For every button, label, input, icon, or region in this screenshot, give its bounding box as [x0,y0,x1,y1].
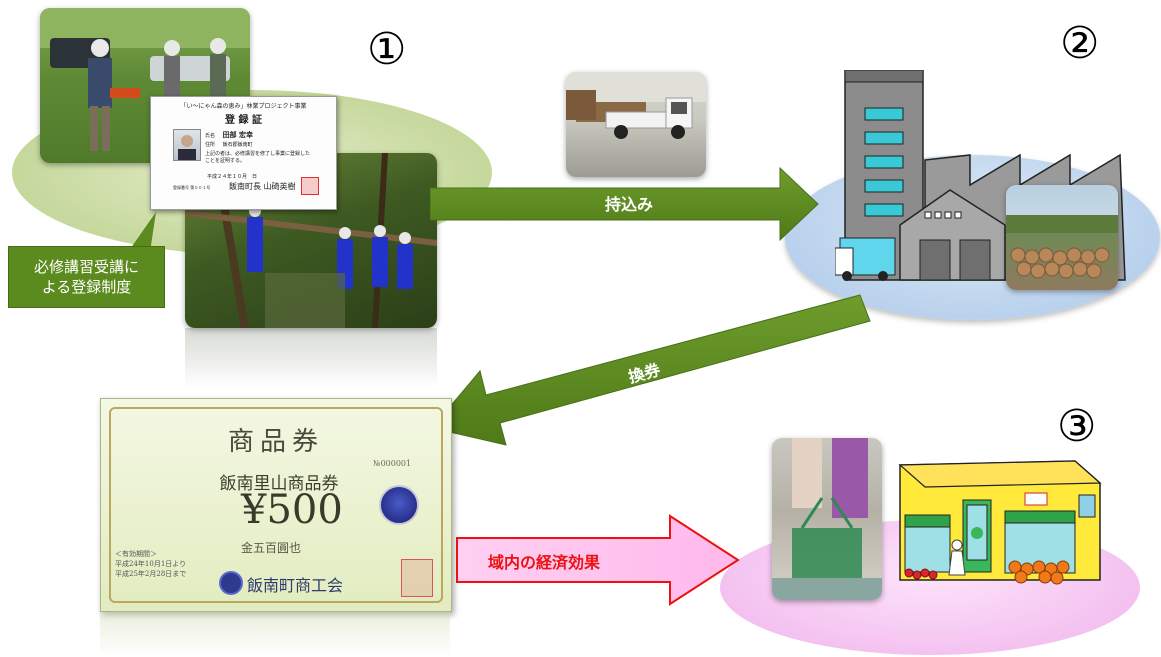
voucher-amount-kanji: 金五百圓也 [241,541,302,555]
economic-effect-label: 域内の経済効果 [488,553,601,572]
voucher-validity-2: 平成24年10月1日より [115,560,187,568]
id-card-address-label: 住所 [205,142,216,148]
id-card-name-label: 氏名 [205,133,216,139]
id-card-reg-number: 登録番号 第００１号 [173,185,211,190]
voucher-amount: ¥500 [241,487,343,533]
carry-in-arrow [430,166,819,242]
voucher-emblem [379,485,419,525]
economic-effect-arrow [456,514,740,606]
id-card-issuer: 飯南町長 山碕英樹 [229,182,296,191]
id-card-name: 田部 宏幸 [222,131,254,139]
carry-in-label: 持込み [605,195,654,214]
callout-line-1: 必修講習受講に [33,258,139,276]
shop-illustration [898,460,1102,585]
registration-id-card: 「い〜にゃん森の恵み」林業プロジェクト事業 登 録 証 氏名 田部 宏幸 住所 … [150,96,337,210]
lumber-yard-photo [1006,185,1118,290]
voucher-issuer: 飯南町商工会 [247,576,344,595]
log-truck-photo [566,72,706,177]
id-card-address: 飯石郡飯南町 [222,142,253,148]
id-card-header: 「い〜にゃん森の恵み」林業プロジェクト事業 [180,103,307,110]
step-number-2: ② [1060,18,1100,69]
voucher-validity-1: ＜有効期間＞ [115,550,157,558]
id-card-body: 上記の者は、必修講習を修了し事業に登録したことを証明する。 [205,151,311,164]
voucher-reflection [100,612,450,657]
forest-photo-reflection [185,328,437,388]
exchange-arrow [431,294,871,446]
voucher-title: 商品券 [227,427,324,457]
id-card-title: 登 録 証 [225,115,262,126]
shopping-basket-photo [772,438,882,600]
step-number-3: ③ [1057,401,1097,452]
step-number-1: ① [367,24,407,75]
id-card-portrait [173,129,201,161]
registration-callout: 必修講習受講に よる登録制度 [8,246,165,308]
voucher-name: 飯南里山商品券 [219,474,339,494]
id-card-seal [301,177,319,195]
shopping-voucher: 商品券 №000001 飯南里山商品券 ¥500 金五百圓也 ＜有効期間＞ 平成… [100,398,452,612]
callout-line-2: よる登録制度 [41,278,132,296]
callout-pointer [128,212,156,252]
voucher-serial: №000001 [373,459,412,468]
chainsaw-worker-photo [40,8,250,163]
voucher-seal [401,559,433,597]
voucher-validity-3: 平成25年2月28日まで [115,570,187,578]
voucher-logo-icon [219,571,243,595]
id-card-date: 平成２４年１０月 日 [207,174,258,180]
